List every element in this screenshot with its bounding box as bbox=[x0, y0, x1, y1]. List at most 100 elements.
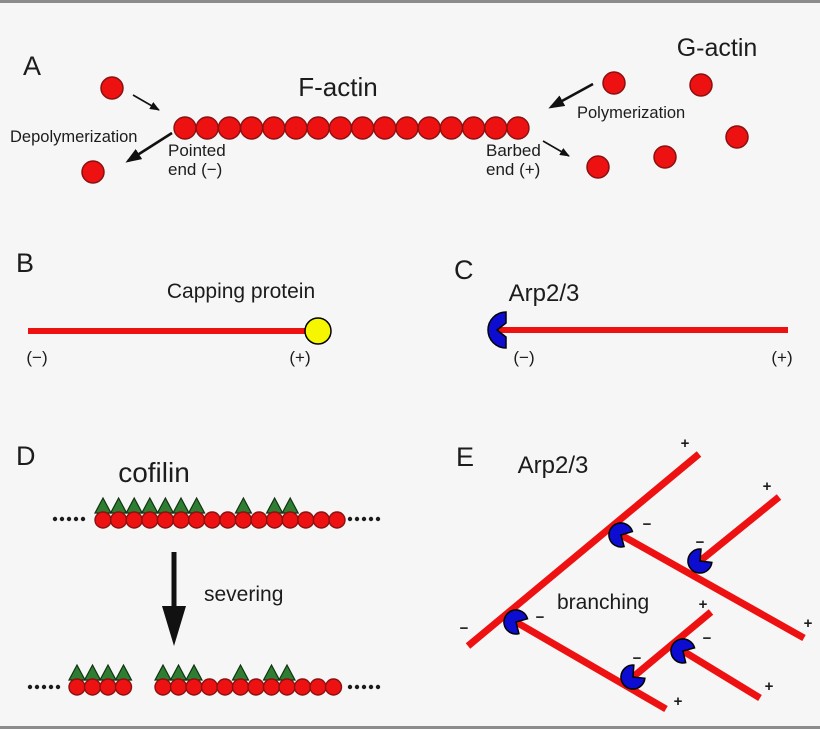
actin-subunit bbox=[83, 678, 102, 696]
actin-subunit bbox=[250, 511, 268, 529]
plus-end-mark: + bbox=[804, 615, 813, 632]
actin-subunit bbox=[169, 678, 188, 696]
arp23-title: Arp2/3 bbox=[509, 280, 580, 307]
g-actin-monomer bbox=[100, 76, 124, 100]
filament-continuation-dots bbox=[27, 684, 61, 690]
plus-end-mark: + bbox=[681, 435, 690, 452]
panel-a: A F-actin G-actin Depolymerization Polym… bbox=[10, 34, 758, 184]
g-actin-monomer bbox=[725, 125, 749, 149]
actin-subunit bbox=[265, 511, 284, 529]
panel-d-label: D bbox=[16, 441, 36, 471]
g-actin-title: G-actin bbox=[677, 34, 758, 62]
continuation-dot bbox=[27, 684, 33, 690]
plus-end-label: (+) bbox=[771, 348, 792, 367]
actin-subunit bbox=[99, 678, 117, 696]
severing-arrow-head bbox=[162, 606, 186, 646]
panel-e: E Arp2/3 branching + + + + + + − − − − −… bbox=[456, 435, 813, 713]
actin-subunit bbox=[324, 678, 343, 696]
continuation-dot bbox=[368, 684, 374, 690]
continuation-dot bbox=[48, 684, 54, 690]
panel-e-label: E bbox=[456, 442, 474, 472]
actin-subunit bbox=[219, 511, 237, 529]
panel-a-label: A bbox=[23, 51, 41, 81]
capping-protein-molecule bbox=[304, 317, 332, 345]
minus-end-mark: − bbox=[703, 630, 712, 647]
severed-filament-fragment bbox=[68, 663, 133, 696]
continuation-dot bbox=[375, 684, 381, 690]
actin-subunit bbox=[94, 511, 112, 529]
actin-subunit bbox=[309, 678, 327, 696]
pointed-end-label-line2: end (−) bbox=[168, 160, 222, 179]
daughter-filament-2 bbox=[697, 494, 782, 564]
association-arrow-pointed-end bbox=[132, 94, 160, 111]
panel-b: B Capping protein (−) (+) bbox=[16, 248, 332, 367]
actin-subunit bbox=[231, 678, 250, 696]
cofilin-decorated-filament bbox=[94, 496, 346, 529]
continuation-dot bbox=[55, 684, 61, 690]
actin-subunit bbox=[216, 678, 234, 696]
filament-continuation-dots bbox=[52, 516, 86, 522]
minus-end-mark: − bbox=[696, 534, 705, 551]
continuation-dot bbox=[361, 516, 367, 522]
actin-subunit bbox=[109, 511, 128, 529]
dissociation-arrow-barbed-end bbox=[542, 140, 570, 157]
continuation-dot bbox=[73, 516, 79, 522]
actin-subunit bbox=[68, 678, 86, 696]
continuation-dot bbox=[59, 516, 65, 522]
actin-subunit bbox=[328, 511, 346, 529]
cofilin-title: cofilin bbox=[118, 457, 190, 488]
actin-subunit bbox=[439, 116, 464, 140]
actin-subunit bbox=[195, 116, 219, 140]
minus-end-mark: − bbox=[460, 620, 469, 637]
actin-subunit bbox=[395, 116, 419, 140]
actin-subunit bbox=[141, 511, 159, 529]
plus-end-mark: + bbox=[765, 678, 774, 695]
actin-subunit bbox=[187, 511, 206, 529]
f-actin-title: F-actin bbox=[298, 72, 377, 102]
actin-subunit bbox=[262, 116, 286, 140]
capping-protein-title: Capping protein bbox=[167, 280, 315, 303]
severing-label: severing bbox=[204, 583, 283, 606]
panel-c-label: C bbox=[454, 255, 474, 285]
top-edge-border bbox=[0, 0, 820, 3]
continuation-dot bbox=[34, 684, 40, 690]
polymerization-arrow-barbed-end bbox=[548, 82, 594, 109]
polymerization-label: Polymerization bbox=[577, 104, 685, 122]
actin-subunit bbox=[373, 116, 397, 140]
dissociation-arrow-pointed-end bbox=[125, 131, 173, 163]
minus-end-mark: − bbox=[633, 650, 642, 667]
daughter-filament-3 bbox=[514, 618, 668, 713]
continuation-dot bbox=[52, 516, 58, 522]
continuation-dot bbox=[80, 516, 86, 522]
branching-label: branching bbox=[557, 591, 649, 614]
continuation-dot bbox=[354, 684, 360, 690]
plus-end-mark: + bbox=[674, 693, 683, 710]
actin-subunit bbox=[262, 678, 281, 696]
daughter-filament-1 bbox=[619, 531, 806, 642]
f-actin-filament-beads bbox=[173, 116, 530, 140]
minus-end-label: (−) bbox=[513, 348, 534, 367]
actin-subunit bbox=[217, 116, 242, 140]
plus-end-label: (+) bbox=[289, 348, 310, 367]
actin-subunit bbox=[284, 116, 308, 140]
actin-subunit bbox=[281, 511, 299, 529]
continuation-dot bbox=[361, 684, 367, 690]
bottom-edge-border bbox=[0, 726, 820, 729]
actin-subunit bbox=[506, 116, 530, 140]
g-actin-monomer bbox=[653, 145, 677, 169]
filament-continuation-dots bbox=[347, 684, 381, 690]
barbed-end-label-line1: Barbed bbox=[486, 141, 541, 160]
daughter-filament-5 bbox=[681, 648, 762, 701]
g-actin-monomer bbox=[602, 71, 626, 95]
severed-filament-fragment bbox=[154, 663, 343, 696]
actin-subunit bbox=[484, 116, 508, 140]
continuation-dot bbox=[354, 516, 360, 522]
actin-subunit bbox=[172, 511, 190, 529]
actin-subunit bbox=[185, 678, 203, 696]
continuation-dot bbox=[375, 516, 381, 522]
minus-end-mark: − bbox=[536, 609, 545, 626]
actin-subunit bbox=[306, 116, 330, 140]
minus-end-mark: − bbox=[643, 516, 652, 533]
actin-subunit bbox=[293, 678, 312, 696]
